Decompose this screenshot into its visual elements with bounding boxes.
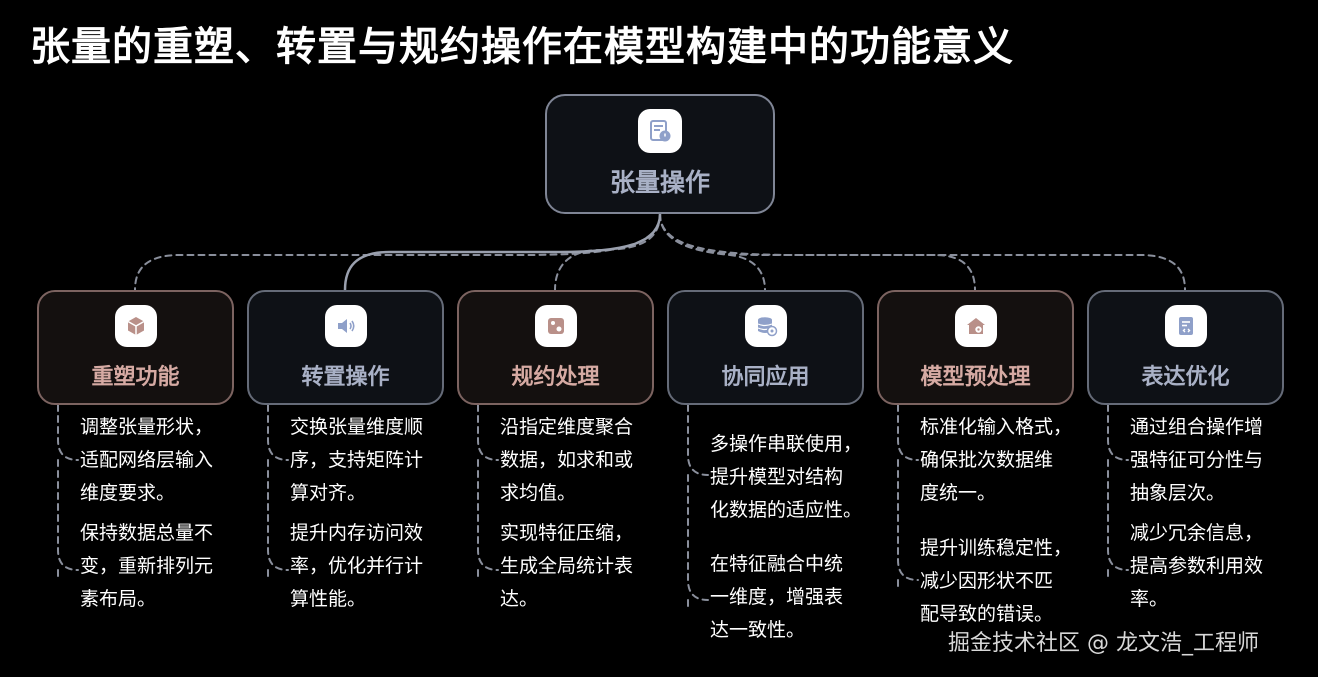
desc-line: 适配网络层输入 xyxy=(80,449,214,471)
desc-line: 达。 xyxy=(500,588,539,610)
desc-line: 标准化输入格式， xyxy=(920,416,1073,438)
node-transpose[interactable]: 转置操作 xyxy=(247,290,444,405)
bracket-node-3 xyxy=(477,404,499,581)
desc-line: 维度要求。 xyxy=(80,482,176,504)
node-expression[interactable]: 表达优化 xyxy=(1087,290,1284,405)
desc-line: 提升内存访问效 xyxy=(290,522,424,544)
desc-line: 度统一。 xyxy=(920,482,997,504)
node-combined[interactable]: 协同应用 xyxy=(667,290,864,405)
desc-line: 一维度，增强表 xyxy=(710,586,844,608)
node-label: 模型预处理 xyxy=(920,364,1031,390)
node-5-desc-2: 提升训练稳定性， 减少因形状不匹 配导致的错误。 xyxy=(920,532,1072,631)
desc-line: 多操作串联使用， xyxy=(710,433,863,455)
bracket-node-6 xyxy=(1107,404,1129,581)
node-label: 规约处理 xyxy=(511,364,600,390)
root-node[interactable]: 张量操作 xyxy=(545,94,775,214)
home-gear-icon xyxy=(954,304,997,347)
desc-line: 提升训练稳定性， xyxy=(920,537,1073,559)
desc-line: 沿指定维度聚合 xyxy=(500,416,634,438)
node-reduce[interactable]: 规约处理 xyxy=(457,290,654,405)
node-2-desc-1: 交换张量维度顺 序，支持矩阵计 算对齐。 xyxy=(290,411,423,510)
document-clock-icon xyxy=(638,109,682,153)
bracket-node-4 xyxy=(687,404,709,611)
desc-line: 减少因形状不匹 xyxy=(920,570,1054,592)
desc-line: 交换张量维度顺 xyxy=(290,416,424,438)
image-dots-icon xyxy=(534,304,577,347)
cube-icon xyxy=(114,304,157,347)
desc-line: 算性能。 xyxy=(290,588,367,610)
root-label: 张量操作 xyxy=(609,168,710,197)
node-1-desc-2: 保持数据总量不 变，重新排列元 素布局。 xyxy=(80,517,213,616)
desc-line: 减少冗余信息， xyxy=(1130,522,1264,544)
bracket-node-1 xyxy=(57,404,79,581)
desc-line: 数据，如求和或 xyxy=(500,449,634,471)
connector-root-node-5 xyxy=(659,213,976,291)
node-4-desc-2: 在特征融合中统 一维度，增强表 达一致性。 xyxy=(710,548,843,647)
desc-line: 化数据的适应性。 xyxy=(710,499,863,521)
node-6-desc-2: 减少冗余信息， 提高参数利用效 率。 xyxy=(1130,517,1263,616)
desc-line: 求均值。 xyxy=(500,482,577,504)
desc-line: 提高参数利用效 xyxy=(1130,555,1264,577)
node-label: 表达优化 xyxy=(1141,364,1230,390)
desc-line: 达一致性。 xyxy=(710,619,806,641)
node-3-desc-1: 沿指定维度聚合 数据，如求和或 求均值。 xyxy=(500,411,633,510)
bracket-node-2 xyxy=(267,404,289,581)
node-5-desc-1: 标准化输入格式， 确保批次数据维 度统一。 xyxy=(920,411,1072,510)
desc-line: 序，支持矩阵计 xyxy=(290,449,424,471)
watermark: 掘金技术社区 @ 龙文浩_工程师 xyxy=(948,631,1259,656)
desc-line: 生成全局统计表 xyxy=(500,555,634,577)
node-label: 转置操作 xyxy=(301,364,390,390)
desc-line: 率。 xyxy=(1130,588,1169,610)
node-label: 重塑功能 xyxy=(91,364,180,390)
node-label: 协同应用 xyxy=(721,364,810,390)
document-code-icon xyxy=(1164,304,1207,347)
desc-line: 提升模型对结构 xyxy=(710,466,844,488)
connector-root-node-2 xyxy=(343,213,662,291)
desc-line: 算对齐。 xyxy=(290,482,367,504)
node-2-desc-2: 提升内存访问效 率，优化并行计 算性能。 xyxy=(290,517,423,616)
desc-line: 通过组合操作增 xyxy=(1130,416,1264,438)
desc-line: 实现特征压缩， xyxy=(500,522,634,544)
node-1-desc-1: 调整张量形状， 适配网络层输入 维度要求。 xyxy=(80,411,213,510)
desc-line: 在特征融合中统 xyxy=(710,553,844,575)
node-preprocess[interactable]: 模型预处理 xyxy=(877,290,1074,405)
desc-line: 强特征可分性与 xyxy=(1130,449,1264,471)
desc-line: 配导致的错误。 xyxy=(920,603,1054,625)
desc-line: 确保批次数据维 xyxy=(920,449,1054,471)
page-title: 张量的重塑、转置与规约操作在模型构建中的功能意义 xyxy=(30,24,1014,70)
desc-line: 调整张量形状， xyxy=(80,416,214,438)
node-reshape[interactable]: 重塑功能 xyxy=(37,290,234,405)
connector-root-node-6 xyxy=(659,213,1186,291)
desc-line: 变，重新排列元 xyxy=(80,555,214,577)
speaker-icon xyxy=(324,304,367,347)
node-6-desc-1: 通过组合操作增 强特征可分性与 抽象层次。 xyxy=(1130,411,1263,510)
desc-line: 保持数据总量不 xyxy=(80,522,214,544)
bracket-node-5 xyxy=(897,404,919,591)
desc-line: 抽象层次。 xyxy=(1130,482,1226,504)
node-3-desc-2: 实现特征压缩， 生成全局统计表 达。 xyxy=(500,517,633,616)
database-gear-icon xyxy=(744,304,787,347)
desc-line: 率，优化并行计 xyxy=(290,555,424,577)
desc-line: 素布局。 xyxy=(80,588,157,610)
node-4-desc-1: 多操作串联使用， 提升模型对结构 化数据的适应性。 xyxy=(710,428,862,527)
